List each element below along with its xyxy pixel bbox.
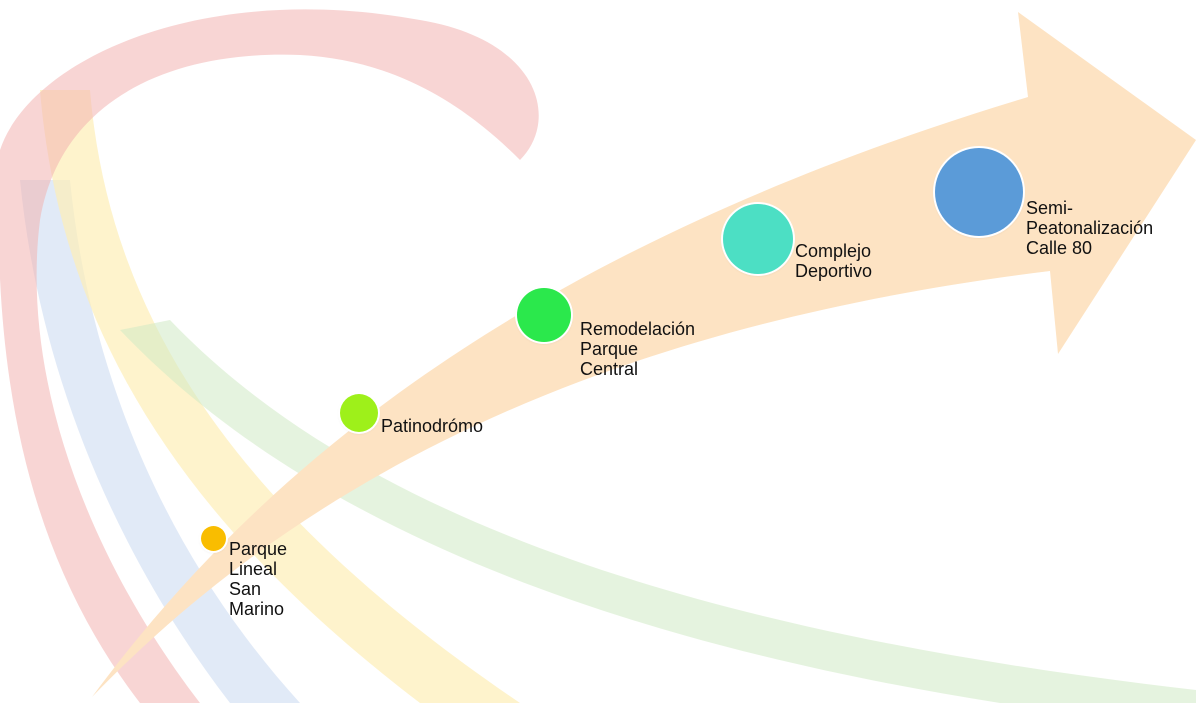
milestone-label: Complejo Deportivo (795, 241, 873, 281)
ribbon-red (0, 9, 539, 703)
milestone-dot (517, 288, 571, 342)
milestone-dot (340, 394, 378, 432)
milestone-dot (723, 204, 793, 274)
milestone-label: Remodelación Parque Central (580, 319, 696, 379)
ribbon-green (120, 320, 1196, 703)
arrow-body (92, 12, 1196, 697)
ribbon-blue (20, 180, 300, 703)
milestone-label: Patinodrómo (381, 416, 484, 436)
milestone-dot (935, 148, 1023, 236)
milestone-dot (201, 526, 226, 551)
milestone-label: Parque Lineal San Marino (229, 539, 288, 619)
milestone-label: Semi- Peatonalización Calle 80 (1026, 198, 1154, 258)
ribbon-yellow (40, 90, 520, 703)
